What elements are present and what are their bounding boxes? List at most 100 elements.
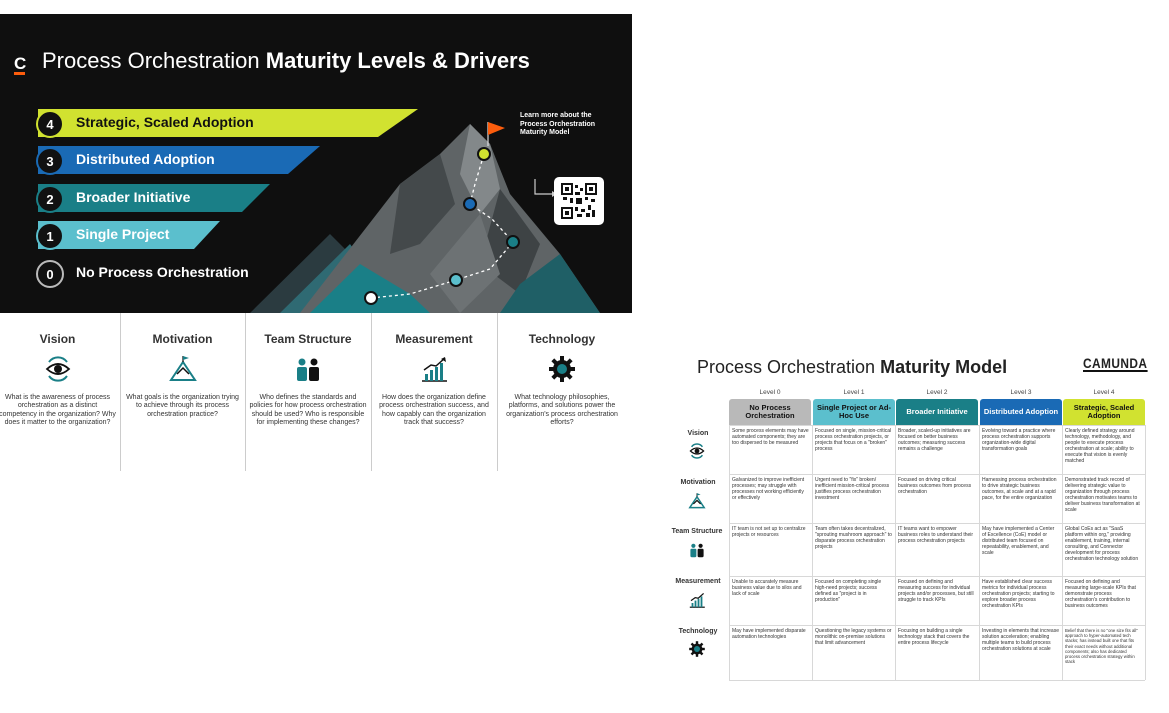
driver-description: Who defines the standards and policies f… [249,394,367,426]
table-divider [812,425,813,680]
mountain-flag-icon [168,356,197,381]
level-number: 1 [36,222,64,250]
learn-more-text: Learn more about the Process Orchestrati… [520,112,596,136]
driver-description: What goals is the organization trying to… [126,394,239,418]
table-cell: Focused on driving critical business out… [898,477,972,495]
table-cell: Have established clear success metrics f… [982,579,1055,609]
table-cell: May have implemented disparate automatio… [732,628,806,640]
level-label: Strategic, Scaled Adoption [76,114,254,130]
level-1-header: Single Project or Ad-Hoc Use [813,399,895,425]
level-number: 0 [36,260,64,288]
level-3-header: Distributed Adoption [980,399,1062,425]
level-4-banner: 4 Strategic, Scaled Adoption [0,109,420,138]
bar-chart-icon [689,592,705,608]
level-2-number: Level 2 [926,389,948,396]
level-number: 4 [36,110,64,138]
gear-icon [549,356,575,382]
level-3-banner: 3 Distributed Adoption [0,146,330,175]
table-cell: Broader, scaled-up initiatives are focus… [898,428,971,452]
table-cell: Focused on defining and measuring large-… [1065,579,1136,609]
gear-icon [689,641,705,657]
driver-team-structure: Team Structure Who defines the standards… [245,313,372,471]
level-2-header: Broader Initiative [896,399,978,425]
level-0-header: No Process Orchestration [729,399,811,425]
table-divider [729,425,1145,426]
driver-motivation: Motivation What goals is the organizatio… [120,313,246,471]
qr-code[interactable] [554,177,604,225]
level-label: No Process Orchestration [76,264,249,280]
table-divider [729,680,1145,681]
table-cell: Urgent need to "fix" broken/ inefficient… [815,477,890,501]
table-cell: Galvanized to improve inefficient proces… [732,477,805,501]
driver-title: Measurement [395,332,473,346]
maturity-levels-banner: C Process Orchestration Maturity Levels … [0,14,632,313]
table-cell: Investing in elements that increase solu… [982,628,1059,652]
table-cell: Harnessing process orchestration to driv… [982,477,1057,501]
table-cell: Unable to accurately measure business va… [732,579,802,597]
maturity-model-title: Process Orchestration Maturity Model [697,357,1008,377]
table-divider [729,523,1145,524]
camunda-wordmark: CAMUNDA [1083,355,1148,372]
driver-description: What is the awareness of process orchest… [0,394,116,426]
camunda-logo: C [14,54,27,75]
table-cell: Focused on single, mission-critical proc… [815,428,892,452]
table-cell: Global CoEs act as "SaaS platform within… [1065,526,1139,562]
driver-title: Motivation [152,332,213,346]
row-label-technology: Technology [678,628,718,635]
table-divider [979,425,980,680]
table-cell: Clearly defined strategy around technolo… [1065,428,1135,464]
bar-chart-icon [422,357,447,382]
level-1-number: Level 1 [843,389,865,396]
level-2-banner: 2 Broader Initiative [0,184,280,213]
table-divider [1062,425,1063,680]
table-cell: Team often takes decentralized, "sprouti… [815,526,892,550]
mountain-flag-icon [688,493,706,509]
level-0-banner: 0 No Process Orchestration [0,259,260,288]
table-cell: Questioning the legacy systems or monoli… [815,628,892,646]
table-cell: Focused on defining and measuring succes… [898,579,974,603]
table-cell: Belief that there is no "one size fits a… [1065,628,1138,665]
level-1-banner: 1 Single Project [0,221,230,250]
table-cell: May have implemented a Center of Excelle… [982,526,1055,556]
driver-technology: Technology What technology philosophies,… [497,313,627,471]
row-label-vision: Vision [687,430,709,437]
table-divider [729,625,1145,626]
table-cell: IT teams want to empower business roles … [898,526,974,544]
table-cell: Some process elements may have automated… [732,428,809,446]
banner-title: Process Orchestration Maturity Levels & … [42,48,530,73]
level-4-header: Strategic, Scaled Adoption [1063,399,1145,425]
table-cell: Demonstrated track record of delivering … [1065,477,1140,513]
mountain-illustration [250,122,600,313]
qr-code-icon [561,183,597,219]
driver-measurement: Measurement How does the organization de… [371,313,498,471]
table-divider [729,576,1145,577]
eye-icon [689,443,705,459]
level-label: Distributed Adoption [76,151,215,167]
row-label-team-structure: Team Structure [671,528,723,535]
driver-vision: Vision What is the awareness of process … [0,313,121,471]
level-label: Single Project [76,226,170,242]
row-label-measurement: Measurement [675,578,721,585]
level-number: 2 [36,185,64,213]
eye-icon [45,356,70,382]
table-cell: Focusing on building a single technology… [898,628,970,646]
driver-title: Team Structure [264,332,352,346]
table-cell: IT team is not set up to centralize proj… [732,526,806,538]
table-divider [729,425,730,680]
level-label: Broader Initiative [76,189,191,205]
level-0-number: Level 0 [759,389,781,396]
table-cell: Focused on completing single high-need p… [815,579,882,603]
row-label-motivation: Motivation [680,479,716,486]
people-icon [690,543,704,558]
level-3-number: Level 3 [1010,389,1032,396]
driver-description: What technology philosophies, platforms,… [506,394,618,426]
table-cell: Evolving toward a practice where process… [982,428,1056,452]
driver-title: Vision [39,332,76,346]
level-4-number: Level 4 [1093,389,1115,396]
table-divider [1145,425,1146,680]
people-icon [297,358,319,381]
table-divider [729,474,1145,475]
driver-description: How does the organization define process… [379,394,489,426]
driver-title: Technology [528,332,596,346]
level-number: 3 [36,147,64,175]
